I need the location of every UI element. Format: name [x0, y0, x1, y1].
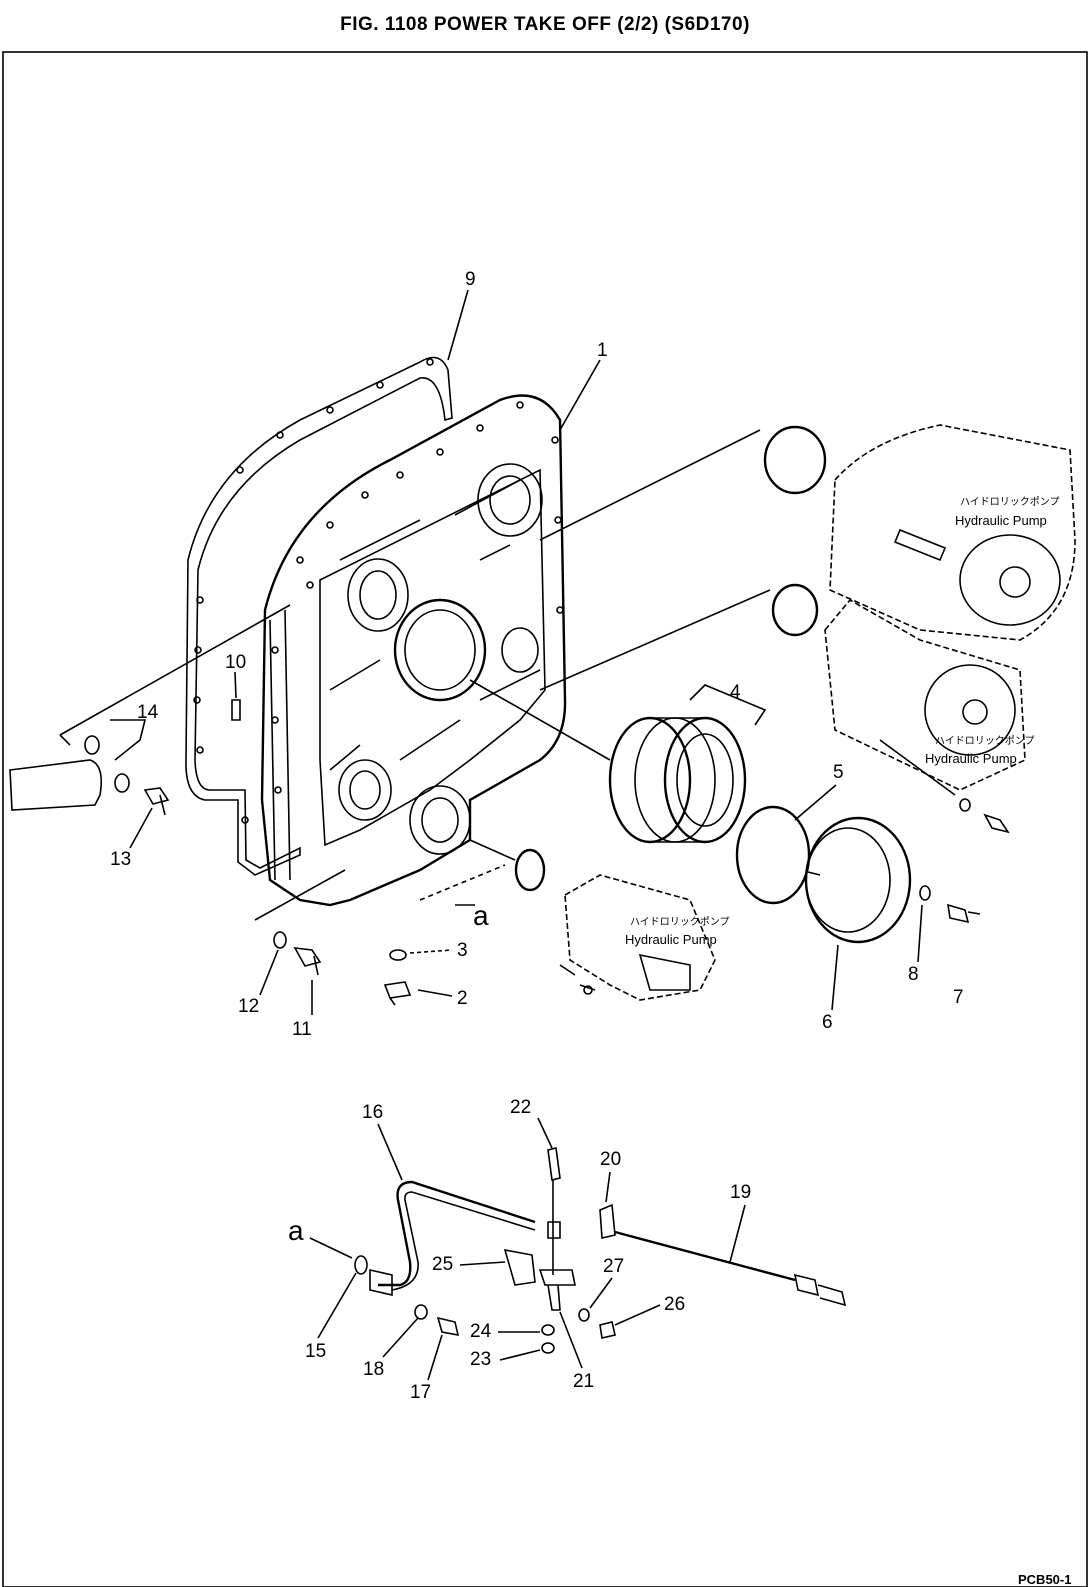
callout-27: 27 [603, 1256, 624, 1277]
housing-bore-top-left [347, 558, 409, 632]
bolt-7 [947, 903, 981, 924]
dipstick-gauge-19 [614, 1230, 796, 1282]
figure-title: FIG. 1108 POWER TAKE OFF (2/2) (S6D170) [340, 14, 750, 35]
gasket-outline [185, 356, 453, 876]
callout-1: 1 [597, 340, 608, 361]
callout-21: 21 [573, 1371, 594, 1392]
gasket-bolt-holes [193, 358, 434, 824]
o-ring-small-lower [514, 848, 546, 892]
washer-8 [919, 885, 931, 901]
callout-24: 24 [470, 1321, 492, 1342]
callout-7: 7 [953, 987, 964, 1008]
connection-label-a-upper: a [473, 900, 489, 931]
hydraulic-pump-upper [829, 424, 1076, 641]
clamp-25 [503, 1248, 536, 1286]
nut-26 [599, 1321, 616, 1339]
callout-3: 3 [457, 940, 468, 961]
callout-23: 23 [470, 1349, 491, 1370]
pump-label-middle-en: Hydraulic Pump [925, 751, 1017, 766]
washer-18 [414, 1304, 428, 1320]
o-ring-middle [771, 583, 819, 637]
bolt-17 [436, 1316, 460, 1337]
callout-14: 14 [137, 702, 159, 723]
callout-6: 6 [822, 1012, 833, 1033]
callout-17: 17 [410, 1382, 431, 1403]
coupling-assembly [608, 716, 747, 844]
drain-plug-2 [383, 981, 412, 1006]
o-ring-3 [389, 949, 407, 961]
pin-10 [231, 699, 241, 721]
housing-bore-right [501, 627, 539, 673]
callout-4: 4 [730, 682, 741, 703]
housing-bolt-holes [271, 401, 564, 794]
washer-24 [541, 1324, 555, 1336]
pump-label-middle-jp: ハイドロリックポンプ [935, 735, 1035, 747]
bracket-21 [538, 1269, 576, 1311]
elbow-connector [547, 1221, 561, 1239]
callout-group: 1 2 3 4 5 6 7 8 9 10 11 12 13 14 15 [110, 269, 964, 1403]
housing-bore-lower-center [409, 785, 471, 855]
callout-18: 18 [363, 1359, 384, 1380]
bolt-13 [143, 787, 170, 816]
callout-16: 16 [362, 1102, 383, 1123]
hydraulic-pump-bottom [564, 874, 716, 1001]
pump-label-bottom-jp: ハイドロリックポンプ [630, 916, 730, 928]
callout-11: 11 [292, 1019, 312, 1040]
connection-label-a-lower: a [288, 1215, 304, 1246]
pump-label-bottom-en: Hydraulic Pump [625, 932, 717, 947]
o-ring-upper [763, 425, 827, 495]
callout-26: 26 [664, 1294, 685, 1315]
o-ring-large [735, 805, 811, 905]
callout-9: 9 [465, 269, 476, 290]
drawing-code: PCB50-1 [1018, 1572, 1071, 1587]
callout-15: 15 [305, 1341, 326, 1362]
callout-10: 10 [225, 652, 246, 673]
clip-22 [547, 1147, 561, 1181]
callout-25: 25 [432, 1254, 453, 1275]
cover-plate [804, 816, 912, 944]
sleeve-20 [599, 1203, 616, 1239]
guard-plate [9, 759, 103, 811]
nut-23 [541, 1342, 555, 1354]
housing-outline [260, 394, 567, 907]
o-ring-15 [354, 1255, 368, 1275]
housing-bore-lower-left [338, 759, 392, 821]
washer-left-1 [84, 735, 100, 755]
callout-20: 20 [600, 1149, 621, 1170]
callout-12: 12 [238, 996, 259, 1017]
washer-12 [273, 931, 287, 949]
washer-left-2 [114, 773, 130, 793]
callout-13: 13 [110, 849, 131, 870]
bolt-11 [293, 947, 322, 976]
housing-bore-center [393, 598, 487, 702]
callout-22: 22 [510, 1097, 531, 1118]
hydraulic-pump-middle [824, 598, 1026, 791]
callout-19: 19 [730, 1182, 751, 1203]
housing-face [319, 468, 546, 847]
housing-bore-top-right [477, 463, 543, 537]
callout-2: 2 [457, 988, 468, 1009]
callout-8: 8 [908, 964, 919, 985]
pump-label-upper-jp: ハイドロリックポンプ [960, 496, 1060, 508]
callout-5: 5 [833, 762, 844, 783]
pipe-16 [378, 1180, 536, 1287]
washer-27 [578, 1308, 590, 1322]
drawing-border [2, 51, 1088, 1587]
pump-label-upper-en: Hydraulic Pump [955, 513, 1047, 528]
